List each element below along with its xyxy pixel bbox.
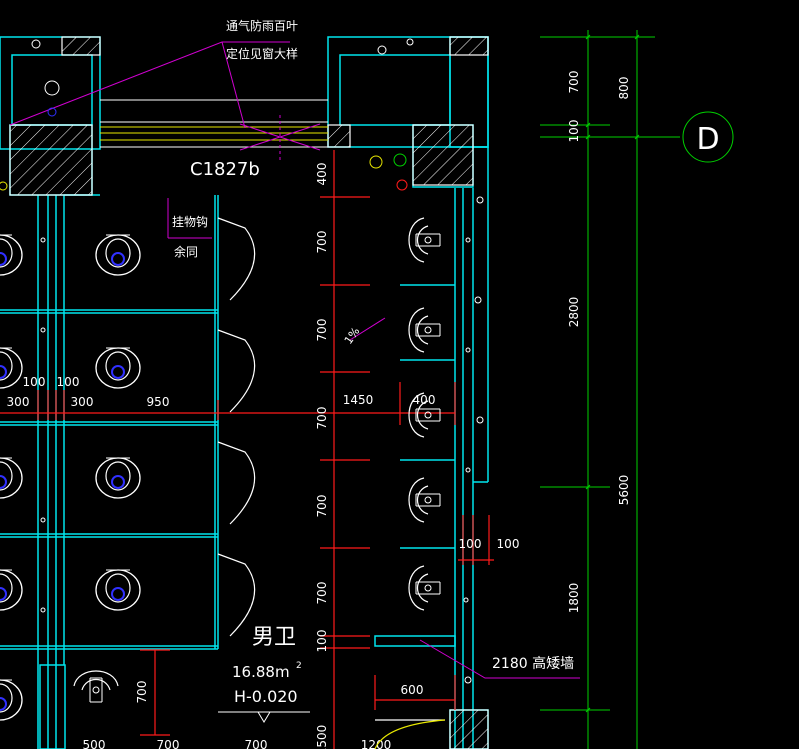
room-name: 男卫 xyxy=(252,625,296,650)
stall-doors xyxy=(217,217,446,749)
dim-h-1450: 1450 xyxy=(343,393,374,407)
slope-mark: 1% xyxy=(342,325,363,347)
leader-lines xyxy=(9,41,580,679)
dim-right-5600: 5600 xyxy=(617,475,631,506)
room-area: 16.88m xyxy=(232,663,290,681)
dim-right-100: 100 xyxy=(567,120,581,143)
note-remaining: 余同 xyxy=(174,244,198,259)
dimension-lines xyxy=(0,150,494,749)
dim-chain-700c: 700 xyxy=(315,407,329,430)
dim-urinal-700: 700 xyxy=(135,681,149,704)
dim-right-side-100b: 100 xyxy=(497,537,520,551)
window-code: C1827b xyxy=(190,159,260,180)
dim-right-1800: 1800 xyxy=(567,583,581,614)
room-area-sup: 2 xyxy=(296,661,302,671)
dim-h-950: 950 xyxy=(147,395,170,409)
dim-right-700: 700 xyxy=(567,71,581,94)
dim-bottom-500: 500 xyxy=(83,738,106,749)
note-hook: 挂物钩 xyxy=(172,215,208,229)
dim-chain-1500: 1500 xyxy=(315,725,329,749)
dim-small-100a: 100 xyxy=(23,375,46,389)
note-low-wall: 2180 高矮墙 xyxy=(492,655,574,672)
note-window-ref: 定位见窗大样 xyxy=(226,46,298,61)
dim-right-2800: 2800 xyxy=(567,297,581,328)
dim-right-side-100a: 100 xyxy=(459,537,482,551)
dim-chain-700e: 700 xyxy=(315,582,329,605)
dim-h-300b: 300 xyxy=(71,395,94,409)
dim-chain-700a: 700 xyxy=(315,231,329,254)
elevation-triangle xyxy=(257,711,271,723)
dim-chain-700b: 700 xyxy=(315,319,329,342)
dim-right-800: 800 xyxy=(617,77,631,100)
dim-chain-700d: 700 xyxy=(315,495,329,518)
dim-door-600: 600 xyxy=(401,683,424,697)
axis-lines xyxy=(540,30,734,749)
squat-toilets xyxy=(0,234,141,721)
dim-h-300a: 300 xyxy=(7,395,30,409)
dim-chain-100: 100 xyxy=(315,630,329,653)
columns xyxy=(9,36,489,749)
dim-small-100b: 100 xyxy=(57,375,80,389)
dim-bottom-1200: 1200 xyxy=(361,738,392,749)
note-vent-louver: 通气防雨百叶 xyxy=(226,18,298,33)
room-elevation: H-0.020 xyxy=(234,687,298,706)
dim-bottom-700b: 700 xyxy=(245,738,268,749)
dim-bottom-700a: 700 xyxy=(157,738,180,749)
window-band xyxy=(100,99,328,160)
axis-bubble-label: D xyxy=(696,122,719,157)
dim-h-400: 400 xyxy=(413,393,436,407)
misc-circles xyxy=(0,38,484,684)
dim-chain-400: 400 xyxy=(315,163,329,186)
